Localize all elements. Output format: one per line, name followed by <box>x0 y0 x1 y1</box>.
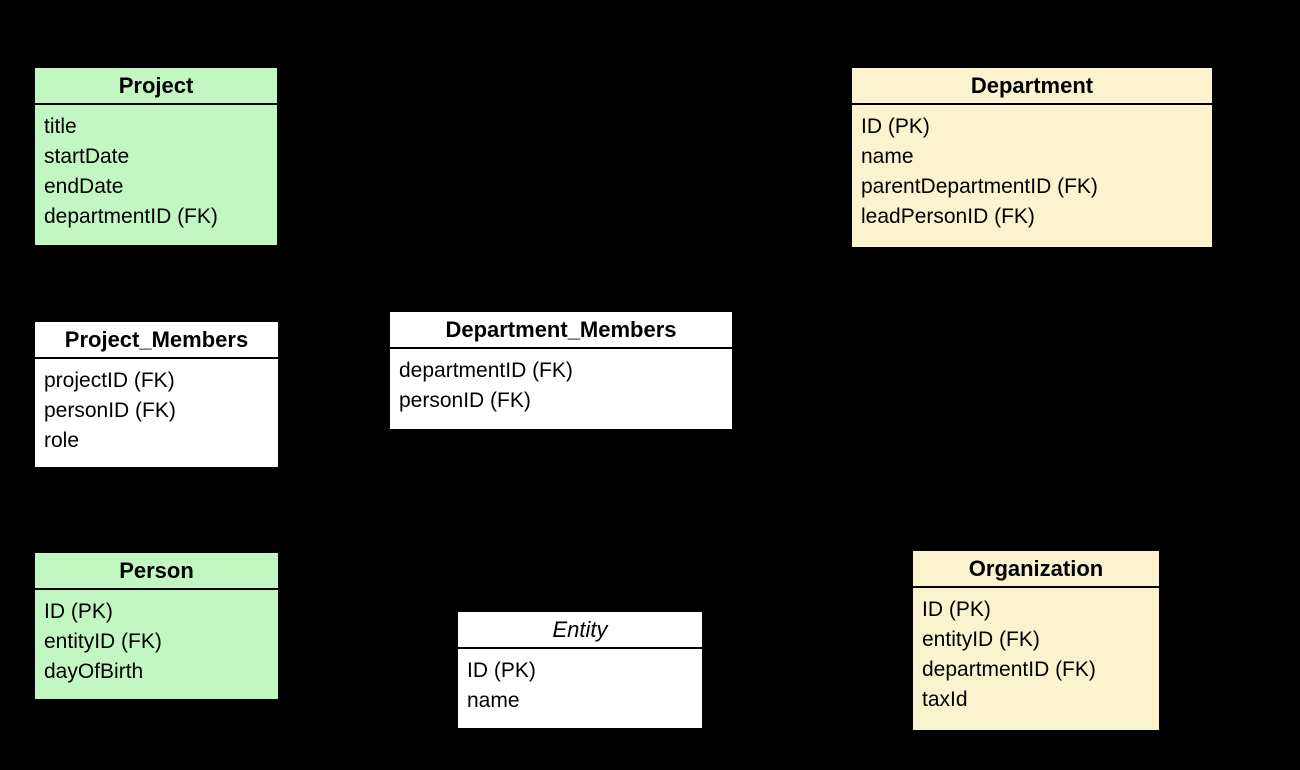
table-field: ID (PK) <box>922 598 991 621</box>
table-fields-person: ID (PK) entityID (FK) dayOfBirth <box>35 590 278 699</box>
table-fields-organization: ID (PK) entityID (FK) departmentID (FK) tax… <box>913 588 1159 730</box>
table-field: role <box>44 429 80 452</box>
table-fields-department-members: departmentID (FK) personID (FK) <box>390 349 732 429</box>
table-fields-project-members: projectID (FK) personID (FK) role <box>35 359 278 467</box>
table-field: entityID (FK) <box>44 630 162 653</box>
table-title-department-members: Department_Members <box>390 312 732 349</box>
table-fields-project: title startDate endDate departmentID (FK) <box>35 105 277 245</box>
table-department: Department ID (PK) name parentDepartmentID … <box>850 66 1214 249</box>
table-person: Person ID (PK) entityID (FK) dayOfBirth <box>33 551 280 701</box>
table-field: personID (FK) <box>399 389 531 412</box>
table-organization: Organization ID (PK) entityID (FK) departme… <box>911 549 1161 732</box>
table-title-organization: Organization <box>913 551 1159 588</box>
table-field: title <box>44 115 77 138</box>
table-title-project-members: Project_Members <box>35 322 278 359</box>
table-title-project: Project <box>35 68 277 105</box>
table-field: ID (PK) <box>861 115 930 138</box>
table-entity: Entity ID (PK) name <box>456 610 704 730</box>
table-fields-entity: ID (PK) name <box>458 649 702 728</box>
table-field: departmentID (FK) <box>44 205 218 228</box>
table-field: taxId <box>922 688 968 711</box>
table-field: endDate <box>44 175 124 198</box>
table-field: entityID (FK) <box>922 628 1040 651</box>
table-field: personID (FK) <box>44 399 176 422</box>
table-field: ID (PK) <box>467 659 536 682</box>
table-field: dayOfBirth <box>44 660 144 683</box>
table-project-members: Project_Members projectID (FK) personID (F… <box>33 320 280 469</box>
table-project: Project title startDate endDate departmentID… <box>33 66 279 247</box>
table-field: departmentID (FK) <box>399 359 573 382</box>
table-field: startDate <box>44 145 130 168</box>
table-field: name <box>467 689 520 712</box>
table-fields-department: ID (PK) name parentDepartmentID (FK) leadPe… <box>852 105 1212 247</box>
table-title-entity: Entity <box>458 612 702 649</box>
table-title-department: Department <box>852 68 1212 105</box>
table-field: departmentID (FK) <box>922 658 1096 681</box>
table-field: parentDepartmentID (FK) <box>861 175 1098 198</box>
table-field: projectID (FK) <box>44 369 175 392</box>
table-field: leadPersonID (FK) <box>861 205 1035 228</box>
table-title-person: Person <box>35 553 278 590</box>
table-field: ID (PK) <box>44 600 113 623</box>
table-department-members: Department_Members departmentID (FK) perso… <box>388 310 734 431</box>
table-field: name <box>861 145 914 168</box>
